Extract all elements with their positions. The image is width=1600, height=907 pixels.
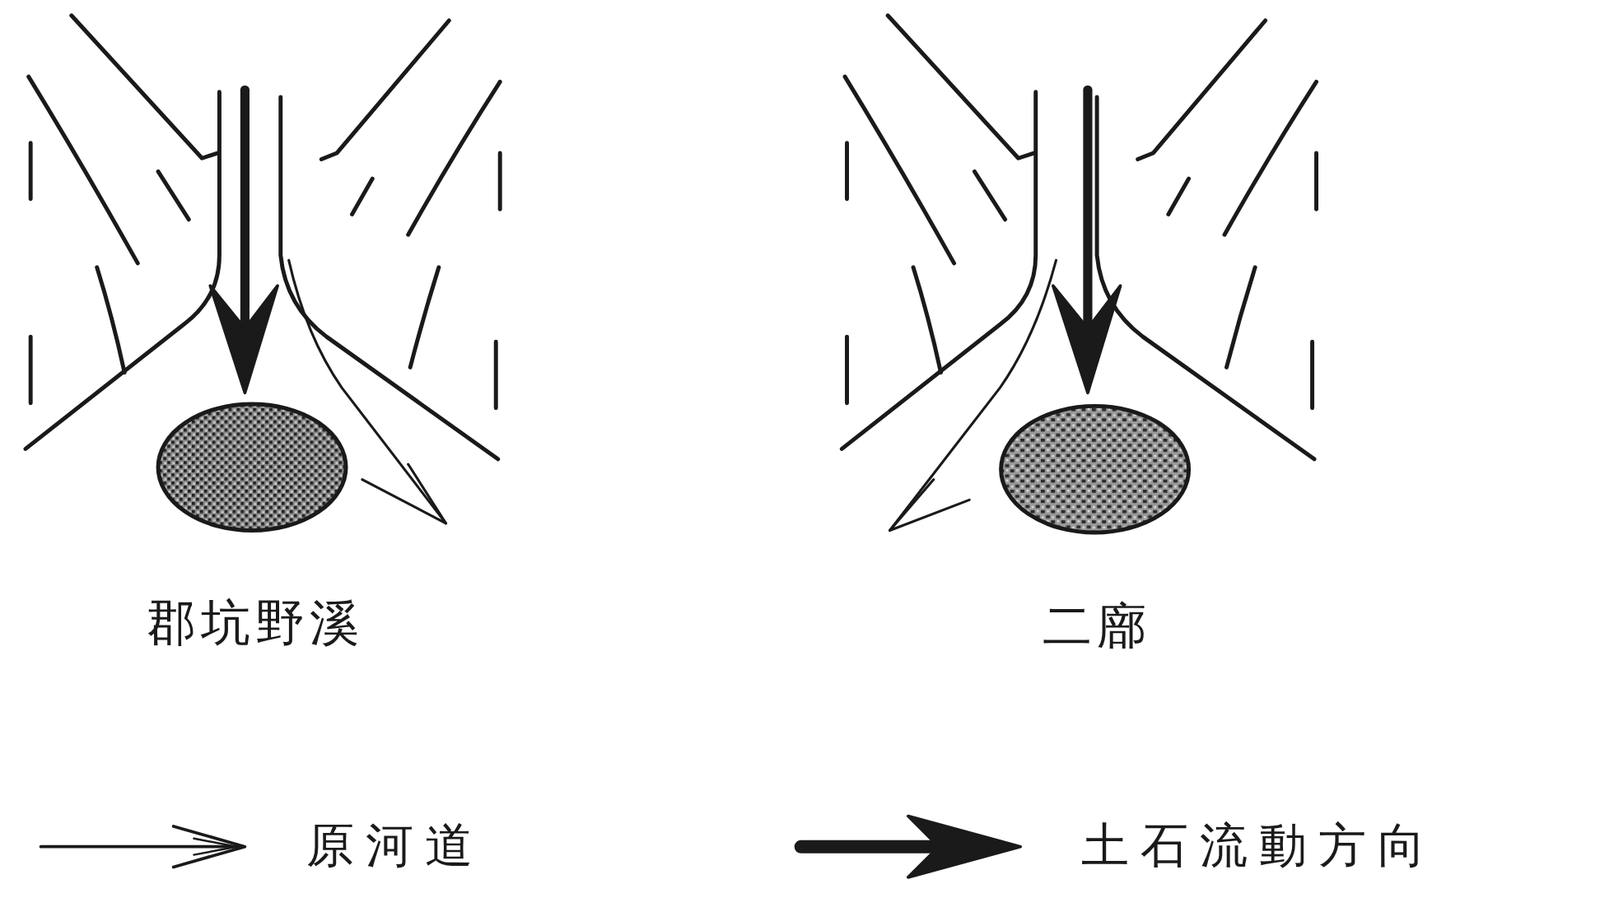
panel-caption: 郡坑野溪 [146, 595, 364, 650]
legend-text: 土石流動方向 [1081, 820, 1437, 873]
valley-right [841, 15, 1316, 533]
valley-left [25, 15, 500, 532]
legend-text: 原河道 [306, 820, 485, 873]
legend-hollow-arrow [41, 826, 246, 868]
legend-solid-arrow [801, 816, 1021, 878]
panel-caption: 二廍 [1042, 598, 1152, 654]
